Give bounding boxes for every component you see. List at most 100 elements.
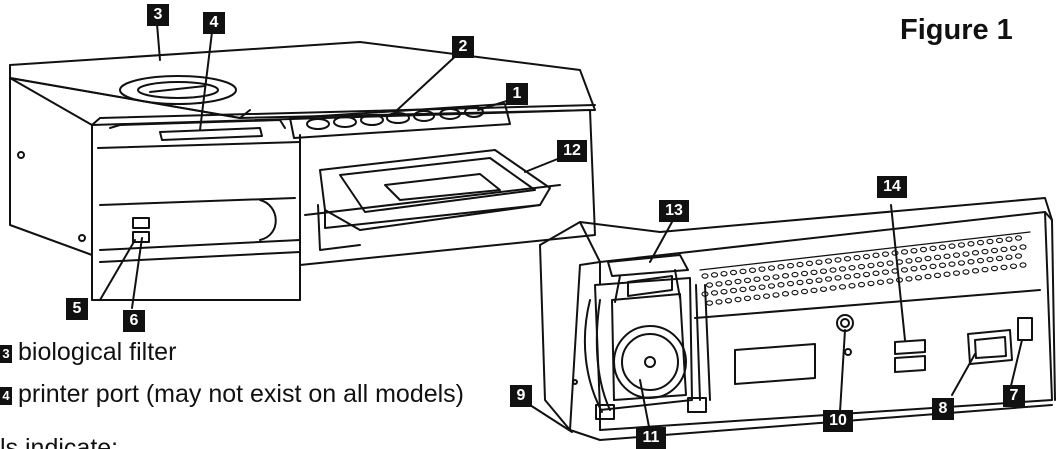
vent-hole — [743, 277, 752, 284]
vent-hole — [891, 268, 899, 274]
vent-hole — [872, 252, 880, 259]
vent-hole — [748, 267, 757, 273]
vent-hole — [995, 255, 1004, 262]
vent-hole — [805, 278, 814, 285]
vent-hole — [762, 275, 771, 281]
caption-printer-port: 4 printer port (may not exist on all mode… — [0, 380, 464, 409]
vent-hole — [881, 269, 890, 275]
vent-hole — [938, 244, 947, 251]
vent-hole — [910, 247, 918, 254]
vent-hole — [762, 293, 771, 299]
vent-hole — [843, 273, 852, 280]
vent-hole — [1000, 264, 1008, 271]
vent-hole — [933, 272, 942, 279]
vent-hole — [758, 266, 766, 272]
vent-hole — [720, 288, 728, 295]
vent-hole — [976, 239, 985, 246]
vent-hole — [748, 285, 757, 291]
vent-hole — [971, 250, 980, 256]
vent-hole — [715, 281, 723, 287]
vent-hole — [1000, 246, 1008, 253]
vent-hole — [867, 280, 875, 287]
vent-hole — [800, 270, 809, 277]
vent-hole — [796, 279, 804, 286]
callout-6: 6 — [123, 310, 145, 332]
callout-7: 7 — [1003, 385, 1025, 407]
vent-hole — [948, 261, 956, 267]
vent-hole — [772, 292, 780, 298]
vent-hole — [815, 259, 823, 265]
vent-hole — [753, 276, 761, 282]
vent-hole — [743, 295, 752, 302]
vent-hole — [967, 241, 975, 247]
callout-8: 8 — [932, 398, 954, 420]
vent-hole — [967, 259, 975, 265]
vent-hole — [957, 260, 966, 266]
caption-marker: 4 — [0, 387, 12, 405]
vent-hole — [995, 237, 1004, 244]
callout-4: 4 — [203, 12, 225, 34]
vent-hole — [843, 255, 852, 262]
caption-text: printer port (may not exist on all model… — [18, 380, 465, 408]
vent-hole — [838, 284, 847, 290]
vent-hole — [924, 273, 932, 280]
front-unit-drawing — [9, 23, 596, 309]
vent-hole — [1019, 262, 1027, 268]
callout-2: 2 — [452, 36, 474, 58]
vent-hole — [786, 280, 795, 287]
callout-1: 1 — [506, 83, 528, 105]
vent-hole — [914, 274, 923, 281]
vent-hole — [876, 279, 885, 286]
vent-hole — [857, 281, 866, 288]
vent-hole — [914, 256, 923, 263]
vent-hole — [786, 262, 795, 269]
vent-hole — [976, 257, 985, 264]
vent-hole — [990, 247, 999, 254]
vent-hole — [767, 265, 776, 271]
vent-hole — [848, 282, 856, 289]
vent-hole — [857, 263, 866, 270]
callout-3: 3 — [147, 4, 169, 26]
vent-hole — [981, 266, 989, 273]
vent-hole — [895, 259, 904, 265]
vent-hole — [848, 264, 856, 271]
vent-hole — [772, 274, 780, 280]
vent-hole — [981, 248, 989, 255]
vent-hole — [886, 260, 894, 266]
vent-hole — [734, 296, 742, 303]
vent-hole — [1019, 244, 1027, 250]
vent-hole — [810, 269, 818, 276]
callout-13: 13 — [659, 200, 689, 222]
vent-hole — [824, 258, 833, 264]
vent-hole — [900, 249, 909, 255]
callout-12: 12 — [557, 140, 587, 162]
vent-hole — [853, 254, 861, 261]
vent-hole — [710, 290, 719, 296]
vent-hole — [777, 264, 785, 270]
vent-hole — [1014, 235, 1023, 241]
vent-hole — [705, 300, 714, 306]
vent-hole — [739, 286, 747, 293]
vent-hole — [1009, 263, 1018, 269]
vent-hole — [938, 262, 947, 268]
vent-hole — [705, 282, 714, 288]
vent-hole — [1014, 253, 1023, 259]
vent-hole — [767, 283, 776, 289]
vent-hole — [957, 242, 966, 248]
vent-hole — [781, 291, 790, 297]
vent-hole — [895, 277, 904, 283]
vent-hole — [990, 265, 999, 272]
vent-hole — [933, 254, 942, 261]
callout-14: 14 — [877, 176, 907, 198]
vent-hole — [905, 258, 913, 264]
vent-hole — [929, 245, 937, 252]
callout-9: 9 — [510, 385, 532, 407]
vent-hole — [829, 285, 837, 291]
vent-hole — [943, 253, 951, 260]
vent-hole — [986, 238, 994, 245]
vent-hole — [834, 257, 842, 263]
vent-hole — [853, 272, 861, 279]
vent-hole — [876, 261, 885, 268]
vent-hole — [905, 276, 913, 282]
